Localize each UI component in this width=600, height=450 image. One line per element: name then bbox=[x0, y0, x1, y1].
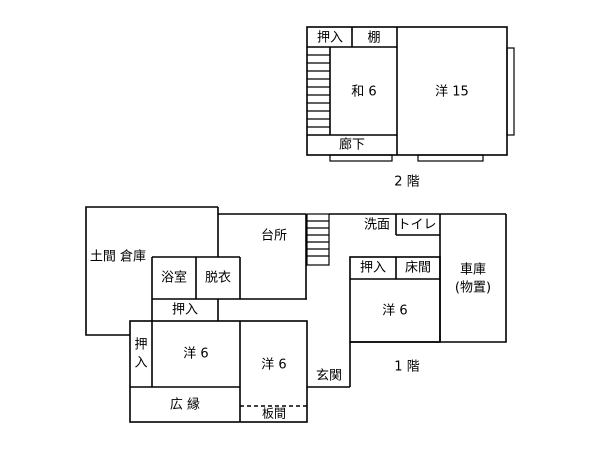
room-shako-sub: (物置) bbox=[455, 281, 491, 296]
room-senmen: 洗面 bbox=[364, 218, 390, 233]
floor1-plan: 土間 倉庫 台所 洗面 トイレ 車庫 (物置) 浴室 脱衣 押入 押入 床間 洋… bbox=[85, 206, 507, 423]
room-oshiire-west: 押 bbox=[134, 338, 147, 353]
room-tana-2f: 棚 bbox=[367, 31, 380, 46]
room-you6-east: 洋 6 bbox=[382, 304, 407, 319]
west-rooms-wall bbox=[129, 320, 308, 423]
room-tokonoma: 床間 bbox=[405, 261, 431, 276]
room-rouka-2f: 廊下 bbox=[339, 137, 365, 153]
room-oshiire-east: 押入 bbox=[360, 261, 386, 276]
room-oshiire-west-2: 入 bbox=[134, 356, 147, 371]
room-oshiire-bath: 押入 bbox=[172, 303, 198, 318]
floor2-south-window-1 bbox=[329, 154, 393, 162]
room-washitsu-2f: 和 6 bbox=[351, 85, 376, 100]
floor2-staircase bbox=[307, 54, 330, 128]
room-yokushitsu: 浴室 bbox=[161, 270, 187, 286]
floor2-south-window-2 bbox=[417, 154, 484, 162]
room-shako: 車庫 bbox=[460, 263, 486, 278]
garage-wall bbox=[350, 214, 507, 343]
floor2-east-balcony bbox=[506, 47, 515, 136]
room-doma-souko: 土間 倉庫 bbox=[90, 250, 146, 265]
room-you6-middle: 洋 6 bbox=[261, 358, 286, 373]
room-itama: 板間 bbox=[262, 407, 286, 421]
room-genkan: 玄関 bbox=[316, 369, 342, 384]
room-toire: トイレ bbox=[397, 218, 436, 233]
room-hiroen: 広 縁 bbox=[170, 397, 200, 413]
room-daidokoro: 台所 bbox=[261, 229, 287, 244]
room-you6-west: 洋 6 bbox=[183, 347, 208, 362]
floor1-staircase bbox=[306, 213, 330, 266]
room-youshitsu-2f: 洋 15 bbox=[435, 85, 469, 100]
room-datsui: 脱衣 bbox=[205, 270, 231, 286]
room-you6-east-wall bbox=[349, 256, 441, 343]
room-oshiire-2f: 押入 bbox=[317, 31, 343, 46]
doma-outer-wall bbox=[85, 206, 218, 336]
floor1-label: 1 階 bbox=[394, 360, 419, 375]
floor2-label: 2 階 bbox=[394, 175, 419, 190]
floor2-plan: 押入 棚 和 6 洋 15 廊下 bbox=[306, 26, 515, 162]
